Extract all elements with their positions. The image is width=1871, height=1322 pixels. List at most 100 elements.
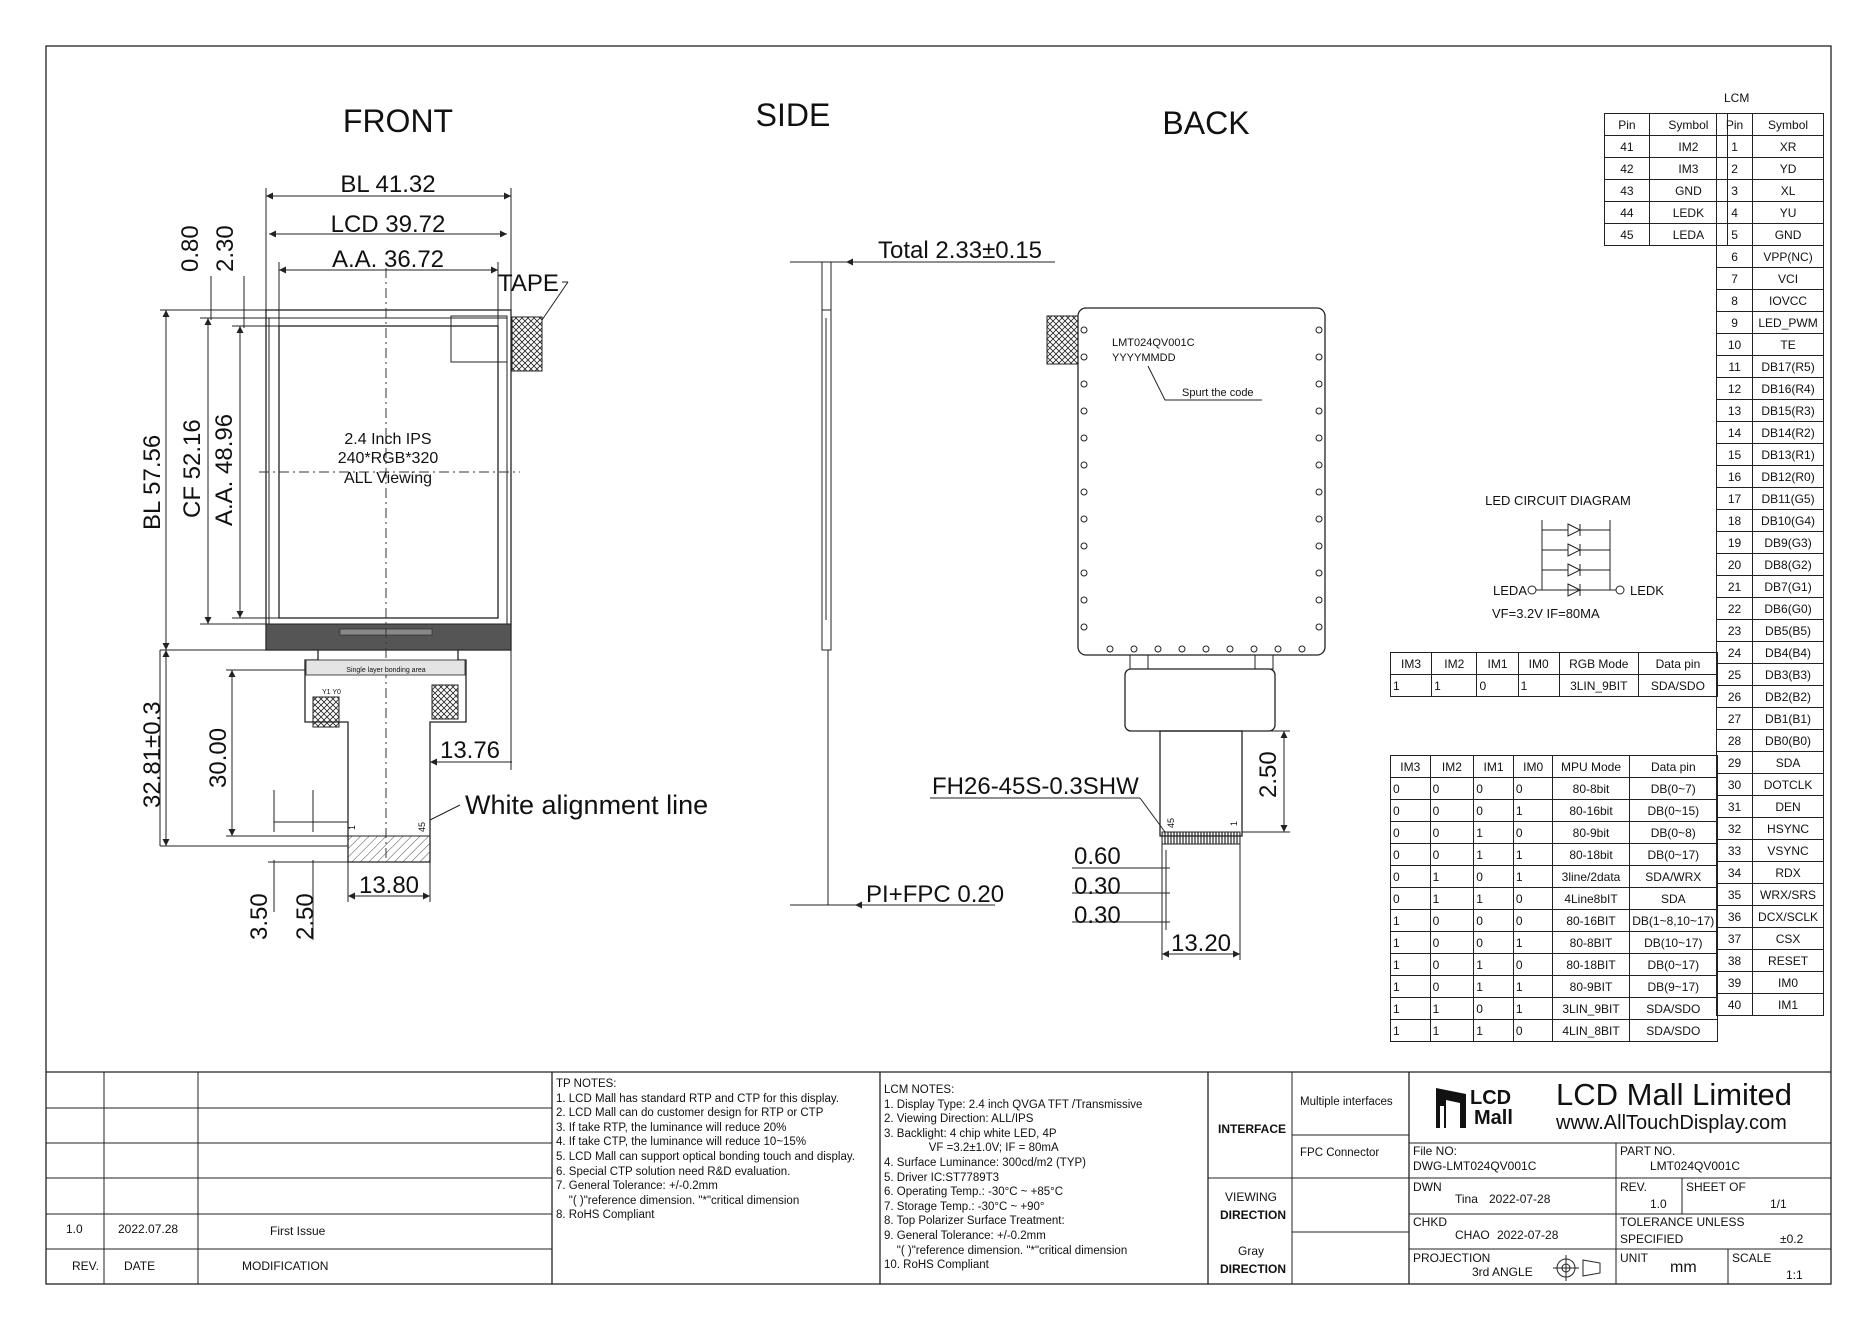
pin-number-cell: 13 bbox=[1715, 399, 1754, 422]
mode-cell: DB(0~17) bbox=[1628, 843, 1719, 866]
mode-cell: 0 bbox=[1473, 997, 1514, 1020]
tape-label: TAPE bbox=[498, 270, 559, 297]
pin-number-cell: 40 bbox=[1715, 993, 1754, 1016]
mode-cell: 0 bbox=[1473, 909, 1514, 932]
led-ledk: LEDK bbox=[1630, 583, 1664, 598]
sheet-value: 1/1 bbox=[1770, 1197, 1787, 1211]
mounting-hole bbox=[1315, 380, 1323, 388]
mounting-hole bbox=[1106, 645, 1114, 653]
mode-cell: 0 bbox=[1390, 887, 1431, 910]
pin-symbol-cell: DB13(R1) bbox=[1752, 443, 1824, 466]
mode-cell: 0 bbox=[1473, 777, 1514, 800]
mounting-hole bbox=[1315, 623, 1323, 631]
pin-symbol-cell: IOVCC bbox=[1752, 289, 1824, 312]
mode-cell: SDA/SDO bbox=[1637, 674, 1719, 697]
fpc-pad-left bbox=[312, 696, 340, 728]
interface-fpc: FPC Connector bbox=[1300, 1147, 1380, 1159]
projection-value: 3rd ANGLE bbox=[1472, 1265, 1533, 1279]
back-view-title: BACK bbox=[1162, 105, 1249, 141]
mode-header-cell: IM0 bbox=[1512, 755, 1554, 778]
mode-cell: 80-18BIT bbox=[1552, 953, 1630, 976]
note-line: 6. Special CTP solution need R&D evaluat… bbox=[556, 1165, 791, 1178]
pin-symbol-cell: GND bbox=[1752, 223, 1824, 246]
pin-symbol-cell: DB9(G3) bbox=[1752, 531, 1824, 554]
pin-symbol-cell: RESET bbox=[1752, 949, 1824, 972]
pin-number-cell: 35 bbox=[1715, 883, 1754, 906]
note-line: 7. Storage Temp.: -30°C ~ +90° bbox=[884, 1200, 1045, 1213]
note-line: 5. LCD Mall can support optical bonding … bbox=[556, 1150, 855, 1163]
pin-symbol-cell: DB16(R4) bbox=[1752, 377, 1824, 400]
center-text-3: ALL Viewing bbox=[344, 470, 432, 487]
back-dim-030b: 0.30 bbox=[1074, 902, 1121, 929]
sheet-label: SHEET OF bbox=[1686, 1180, 1746, 1194]
pin-symbol-cell: DB11(G5) bbox=[1752, 487, 1824, 510]
dim-1380: 13.80 bbox=[359, 872, 419, 899]
sheet-border bbox=[45, 45, 1832, 1285]
back-connector-pins bbox=[1161, 831, 1241, 845]
pin-number-cell: 22 bbox=[1715, 597, 1754, 620]
pin-number-cell: 44 bbox=[1604, 201, 1650, 224]
mode-cell: 1 bbox=[1390, 953, 1431, 976]
mounting-hole bbox=[1298, 645, 1306, 653]
pin-number-cell: 38 bbox=[1715, 949, 1754, 972]
pin-symbol-cell: IM1 bbox=[1752, 993, 1824, 1016]
pin-symbol-cell: LED_PWM bbox=[1752, 311, 1824, 334]
back-dim-060: 0.60 bbox=[1074, 843, 1121, 870]
mode-header-cell: IM3 bbox=[1389, 652, 1433, 675]
mode-cell: SDA/WRX bbox=[1628, 865, 1719, 888]
pin-number-cell: 39 bbox=[1715, 971, 1754, 994]
glass-step bbox=[265, 623, 512, 651]
pin-number-cell: 11 bbox=[1715, 355, 1754, 378]
led-diode-icon bbox=[1542, 523, 1610, 537]
mode-cell: 80-16BIT bbox=[1552, 909, 1630, 932]
pin-number-cell: 1 bbox=[1715, 135, 1754, 158]
mode-cell: 1 bbox=[1390, 975, 1431, 998]
mode-header-cell: IM2 bbox=[1429, 755, 1475, 778]
dim-080: 0.80 bbox=[177, 225, 204, 272]
back-tape bbox=[1046, 315, 1079, 365]
mode-cell: 3LIN_9BIT bbox=[1552, 997, 1630, 1020]
fpc-mark: Y1 Y0 bbox=[322, 689, 341, 696]
pin-number-cell: 30 bbox=[1715, 773, 1754, 796]
mode-cell: 1 bbox=[1473, 821, 1514, 844]
mode-cell: 0 bbox=[1473, 931, 1514, 954]
pin-symbol-cell: DB1(B1) bbox=[1752, 707, 1824, 730]
mounting-hole bbox=[1315, 326, 1323, 334]
pin-number-cell: 3 bbox=[1715, 179, 1754, 202]
mounting-hole bbox=[1080, 596, 1088, 604]
led-circuit: LED CIRCUIT DIAGRAM LEDA LEDK VF=3.2V IF… bbox=[1485, 493, 1664, 621]
dim-350: 3.50 bbox=[246, 893, 273, 940]
unit-value: mm bbox=[1670, 1259, 1697, 1276]
tolerance-label-2: SPECIFIED bbox=[1620, 1232, 1684, 1246]
mounting-hole bbox=[1080, 488, 1088, 496]
mounting-hole bbox=[1315, 407, 1323, 415]
back-spurt: Spurt the code bbox=[1182, 387, 1254, 399]
mounting-hole bbox=[1080, 353, 1088, 361]
mode-cell: 0 bbox=[1429, 843, 1475, 866]
mode-cell: 0 bbox=[1512, 777, 1554, 800]
dim-3281: 32.81±0.3 bbox=[139, 701, 166, 808]
pin-number-cell: 20 bbox=[1715, 553, 1754, 576]
pin-symbol-cell: CSX bbox=[1752, 927, 1824, 950]
mode-header-cell: IM3 bbox=[1390, 755, 1431, 778]
pin-symbol-cell: DOTCLK bbox=[1752, 773, 1824, 796]
